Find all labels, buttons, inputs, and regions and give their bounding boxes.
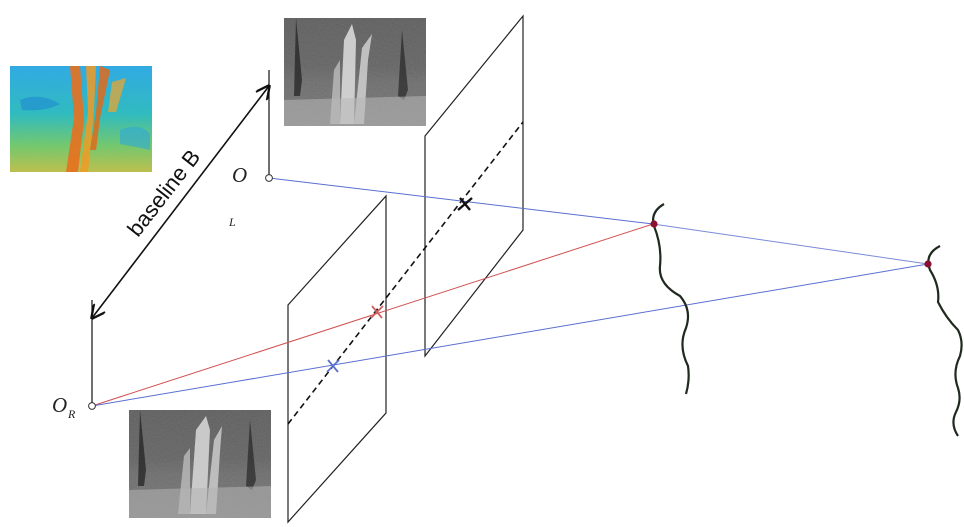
right-plane-near-projection-mark — [370, 305, 384, 319]
right-camera-subscript: R — [67, 407, 76, 421]
right-image-plane — [287, 194, 387, 524]
far-scene-surface — [927, 245, 963, 437]
baseline-arrow — [92, 86, 269, 318]
near-scene-surface — [652, 203, 690, 395]
right-camera-center — [88, 402, 96, 410]
left-image-plane — [424, 14, 524, 358]
right-camera-label: O — [52, 393, 67, 417]
right-camera-image — [129, 410, 271, 518]
left-camera-subscript: L — [228, 215, 236, 229]
disparity-map-thumbnail — [10, 66, 152, 172]
left-camera-image — [284, 18, 426, 126]
ray-right-near — [91, 223, 654, 407]
left-camera-center — [265, 174, 273, 182]
near-scene-point — [650, 220, 658, 228]
right-plane-far-projection-mark — [326, 359, 340, 373]
left-plane-projection-mark — [457, 197, 473, 211]
ray-left-far — [652, 223, 929, 265]
ray-right-far — [91, 263, 929, 407]
far-scene-point — [924, 260, 932, 268]
left-camera-label: O — [232, 163, 247, 187]
epipolar-line — [287, 121, 524, 425]
